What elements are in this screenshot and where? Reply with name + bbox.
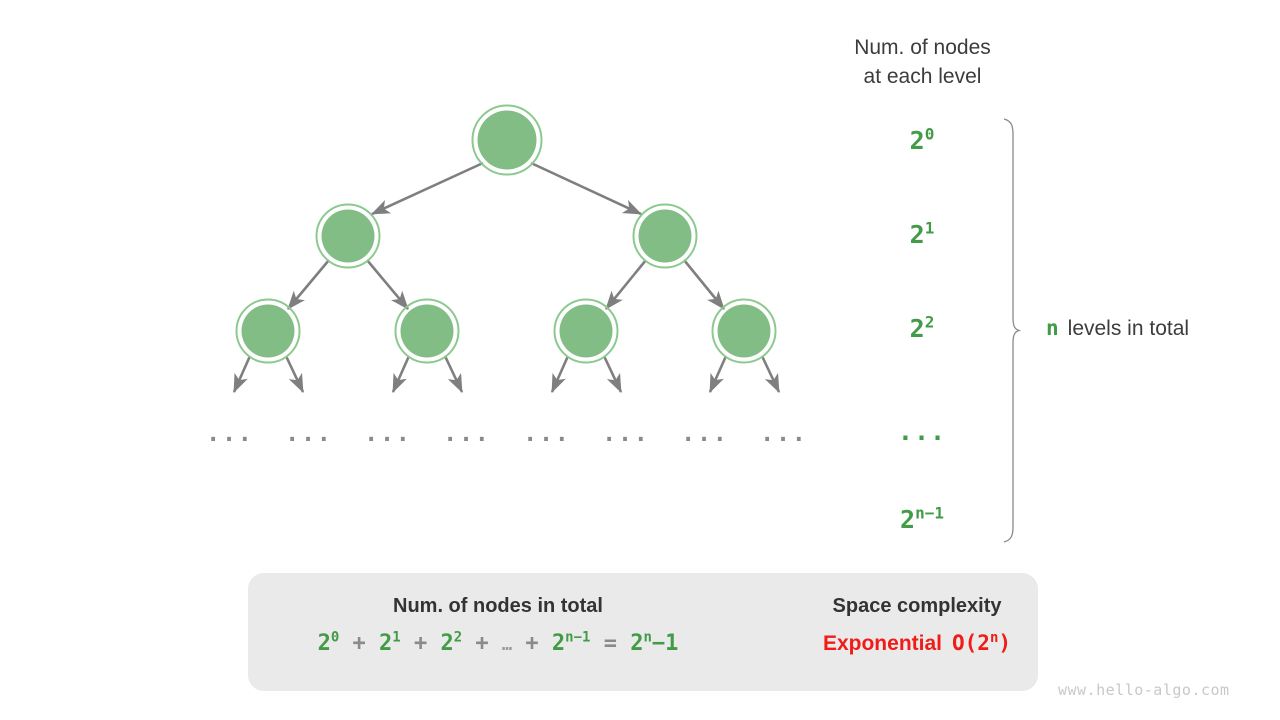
- complexity-word: Exponential: [822, 632, 942, 655]
- level-count-1: 21: [909, 218, 935, 249]
- level-count-last: 2n−1: [900, 503, 944, 534]
- tree-node: [711, 298, 777, 364]
- tree-nodes: [235, 104, 777, 364]
- tree-node: [315, 203, 381, 269]
- levels-variable: n: [1046, 316, 1059, 340]
- summary-panel: Num. of nodes in total 20 + 21 + 22 + … …: [248, 573, 1038, 691]
- level-count-ellipsis: ...: [897, 417, 947, 446]
- total-nodes-heading: Num. of nodes in total: [393, 595, 603, 617]
- tree-ellipsis: ...: [602, 421, 650, 447]
- space-complexity-heading: Space complexity: [832, 595, 1002, 617]
- total-levels-label: n levels in total: [1046, 316, 1189, 341]
- column-header: Num. of nodes at each level: [790, 33, 1055, 91]
- tree-ellipsis: ...: [206, 421, 254, 447]
- level-count-0: 20: [909, 124, 935, 155]
- tree-node: [235, 298, 301, 364]
- tree-ellipsis: ...: [760, 421, 808, 447]
- tree-ellipsis: ...: [523, 421, 571, 447]
- total-nodes-formula: 20 + 21 + 22 + … + 2n−1 = 2n−1: [317, 629, 679, 656]
- tree-ellipsis: ...: [443, 421, 491, 447]
- levels-text: levels in total: [1067, 317, 1190, 340]
- tree-edges: [232, 161, 781, 393]
- level-count-2: 22: [909, 312, 935, 343]
- summary-left: Num. of nodes in total 20 + 21 + 22 + … …: [248, 595, 748, 656]
- tree-node: [553, 298, 619, 364]
- tree-node-root: [471, 104, 543, 176]
- tree-node: [632, 203, 698, 269]
- tree-node: [394, 298, 460, 364]
- column-header-line2: at each level: [863, 65, 982, 88]
- levels-brace: [1003, 118, 1022, 543]
- tree-ellipsis: ...: [285, 421, 333, 447]
- column-header-line1: Num. of nodes: [854, 36, 991, 59]
- tree-ellipsis: ...: [364, 421, 412, 447]
- watermark: www.hello-algo.com: [1058, 681, 1230, 699]
- tree-ellipsis: ...: [681, 421, 729, 447]
